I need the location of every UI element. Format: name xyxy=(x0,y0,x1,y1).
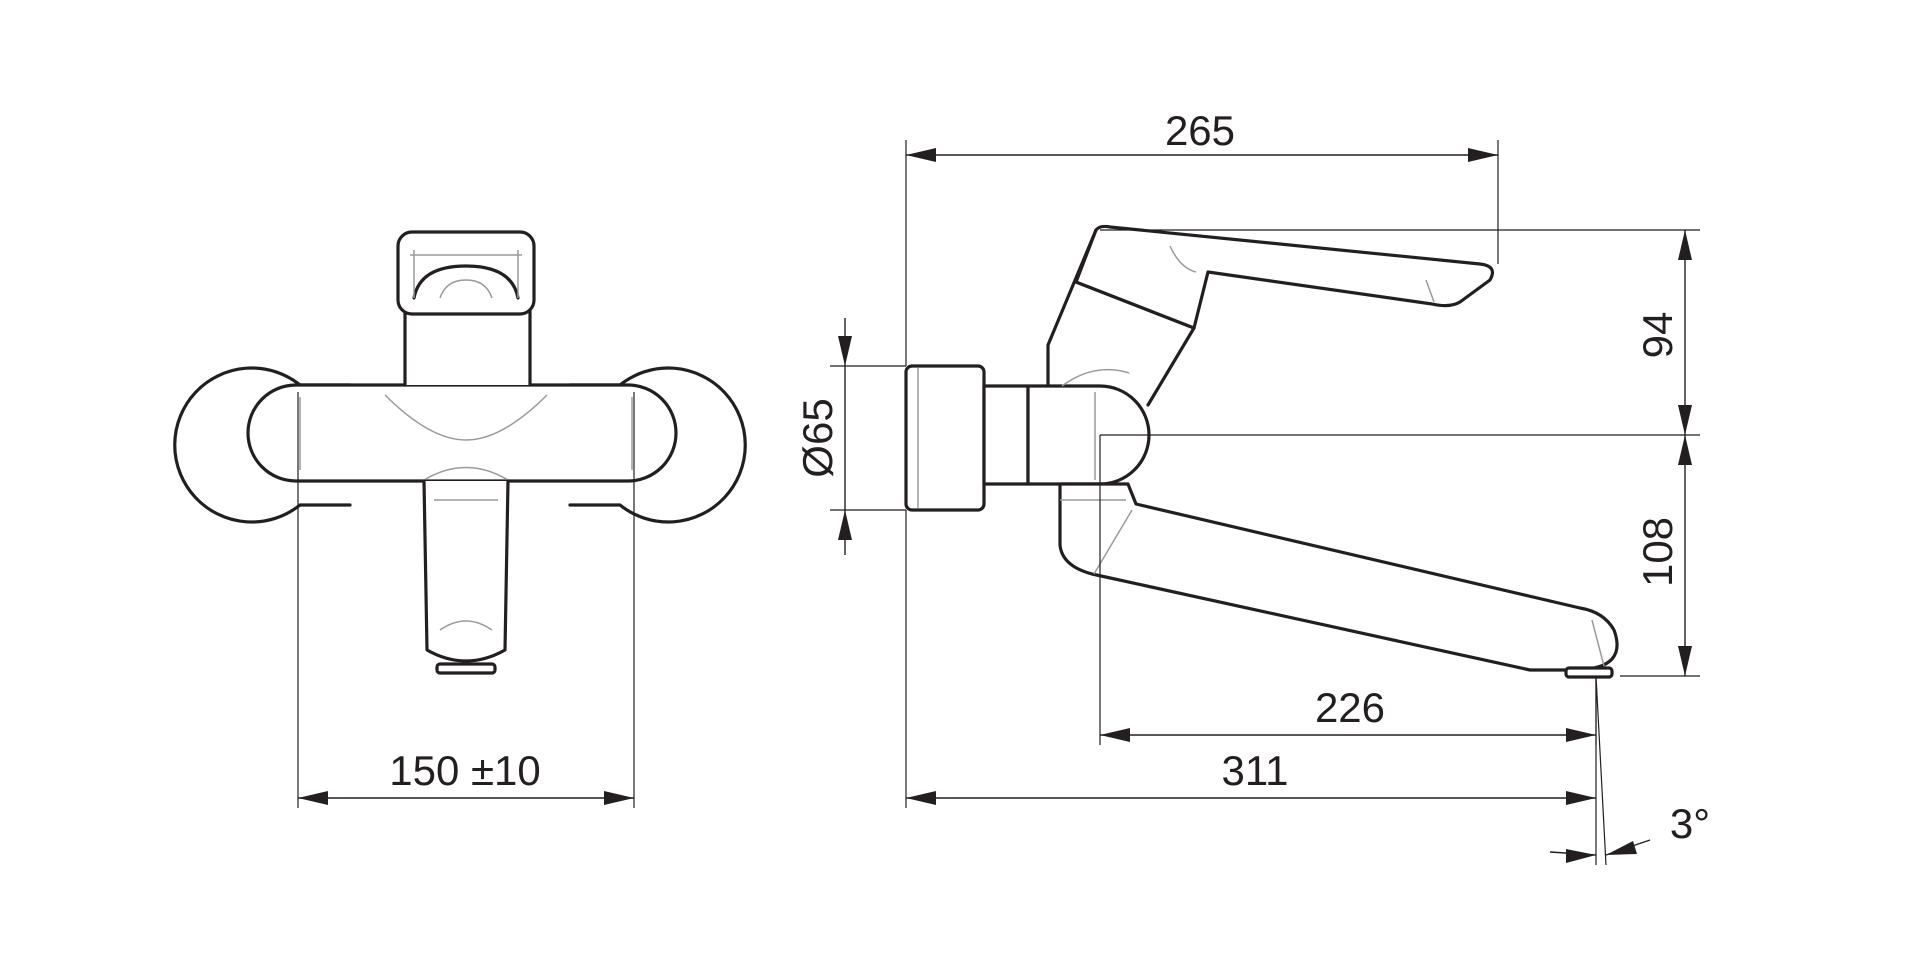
overall-projection-label: 311 xyxy=(1222,747,1289,794)
handle-neck xyxy=(403,308,532,387)
handle-height-label: 94 xyxy=(1634,312,1681,359)
spout-outlet-front xyxy=(435,662,497,675)
side-body xyxy=(1026,384,1151,486)
outlet-angle-label: 3° xyxy=(1670,800,1710,847)
spout-drop-label: 108 xyxy=(1634,517,1681,587)
mixer-body xyxy=(246,383,678,483)
handle-reach-label: 265 xyxy=(1165,107,1235,154)
front-view: 150 ±10 xyxy=(173,230,747,808)
side-spout xyxy=(1058,482,1619,672)
side-spout-outlet xyxy=(1564,666,1614,679)
handle-cap xyxy=(396,230,536,316)
width-dimension-label: 150 ±10 xyxy=(389,747,541,794)
side-view: 265 94 108 Ø65 226 311 3° xyxy=(794,107,1710,866)
spout-front xyxy=(422,479,510,663)
handle-lever-front xyxy=(412,264,520,300)
side-connector xyxy=(982,384,1030,486)
side-handle-lever xyxy=(1074,224,1494,330)
body-diameter-label: Ø65 xyxy=(794,398,841,477)
spout-projection-label: 226 xyxy=(1315,684,1385,731)
